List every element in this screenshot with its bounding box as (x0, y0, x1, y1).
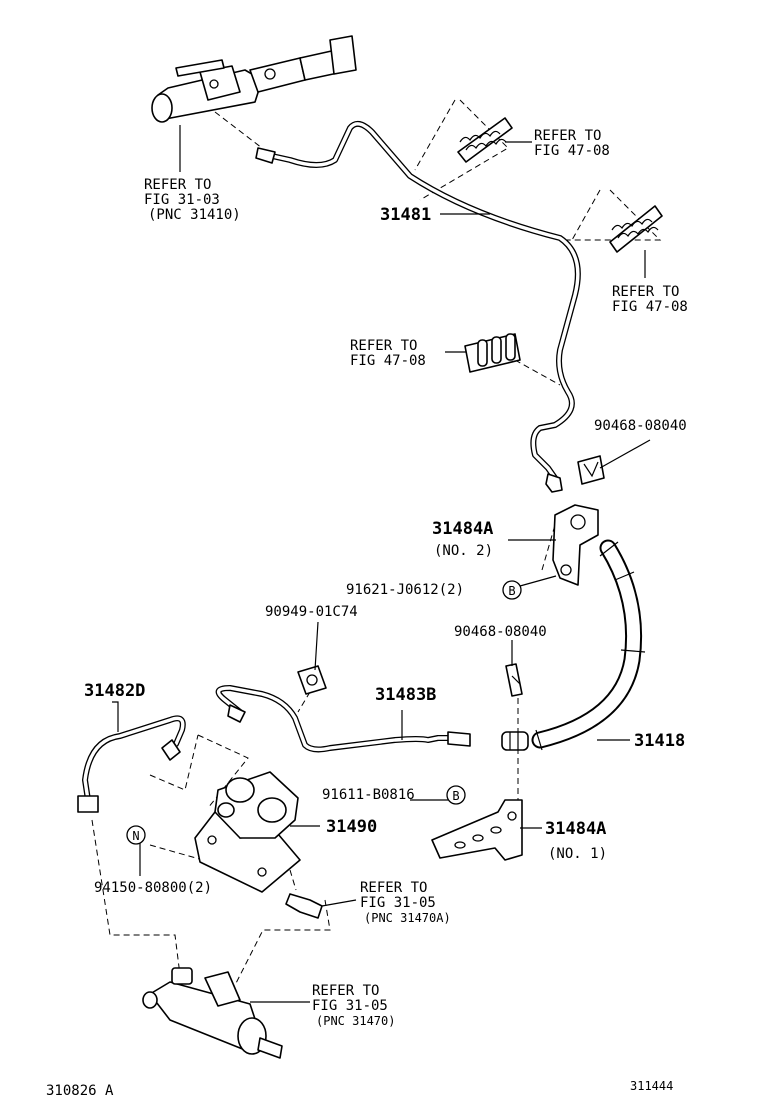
pipe-31482d (77, 715, 186, 813)
ref-clamp-b-line1: REFER TO (612, 284, 679, 300)
part-label-31482d: 31482D (84, 681, 145, 701)
ref-clamp-a: REFER TO FIG 47-08 (534, 128, 610, 159)
ref-release-cylinder-line3: (PNC 31470) (316, 1014, 395, 1028)
ref-clamp-a-line2: FIG 47-08 (534, 143, 610, 159)
bracket-31484a-no1 (431, 799, 523, 861)
ref-clamp-c-line1: REFER TO (350, 338, 417, 354)
ref-release-cylinder: REFER TO FIG 31-05 (PNC 31470) (312, 983, 395, 1028)
part-label-clip-top: 90468-08040 (594, 418, 687, 434)
part-label-31490: 31490 (326, 817, 377, 837)
marker-b-bottom: B (446, 785, 466, 805)
clutch-release-cylinder (142, 967, 283, 1059)
part-sublabel-31484a-no1: (NO. 1) (548, 846, 607, 862)
clamp-a (457, 117, 513, 163)
pipe-31483b (215, 685, 471, 753)
marker-b-bottom-label: B (452, 789, 459, 803)
ref-master-cylinder-line2: FIG 31-03 (144, 192, 220, 208)
pipe-31481 (255, 120, 581, 493)
marker-b-top: B (502, 580, 522, 600)
part-sublabel-31484a-no2: (NO. 2) (434, 543, 493, 559)
union-bolt-90949 (297, 665, 327, 695)
clip-90468-top (577, 455, 605, 485)
part-label-31418: 31418 (634, 731, 685, 751)
ref-master-cylinder: REFER TO FIG 31-03 (PNC 31410) (144, 177, 241, 223)
marker-n: N (126, 825, 146, 845)
ref-clamp-b: REFER TO FIG 47-08 (612, 284, 688, 315)
ref-master-cylinder-line3: (PNC 31410) (148, 207, 241, 223)
clamp-b (609, 205, 663, 253)
ref-clamp-c: REFER TO FIG 47-08 (350, 338, 426, 369)
ref-accumulator-line2: FIG 31-05 (360, 895, 436, 911)
ref-release-cylinder-line2: FIG 31-05 (312, 998, 388, 1014)
part-label-bolt-top: 91621-J0612(2) (346, 582, 464, 598)
ref-accumulator-line1: REFER TO (360, 880, 427, 896)
part-label-31481: 31481 (380, 205, 431, 225)
ref-accumulator-line3: (PNC 31470A) (364, 911, 451, 925)
reference-dashed-lines (91, 99, 662, 996)
part-label-31484a-no2: 31484A (432, 519, 493, 539)
ref-release-cylinder-line1: REFER TO (312, 983, 379, 999)
part-label-nut: 94150-80800(2) (94, 880, 212, 896)
part-label-clip-mid: 90468-08040 (454, 624, 547, 640)
ref-master-cylinder-line1: REFER TO (144, 177, 211, 193)
ref-clamp-b-line2: FIG 47-08 (612, 299, 688, 315)
ref-clamp-c-line2: FIG 47-08 (350, 353, 426, 369)
damper-31490 (194, 771, 301, 893)
clip-90468-mid (505, 663, 523, 697)
flexible-hose-31418 (501, 539, 646, 751)
part-label-union-bolt: 90949-01C74 (265, 604, 358, 620)
part-label-31484a-no1: 31484A (545, 819, 606, 839)
part-label-bolt-bottom: 91611-B0816 (322, 787, 415, 803)
bracket-31484a-no2 (552, 504, 599, 586)
footer-code-right: 311444 (630, 1079, 673, 1093)
leader-lines (112, 125, 651, 1003)
part-label-31483b: 31483B (375, 685, 436, 705)
ref-clamp-a-line1: REFER TO (534, 128, 601, 144)
marker-n-label: N (132, 829, 139, 843)
ref-accumulator: REFER TO FIG 31-05 (PNC 31470A) (360, 880, 451, 925)
bleeder-fitting (285, 893, 323, 919)
marker-b-top-label: B (508, 584, 515, 598)
clamp-c (464, 333, 521, 373)
footer-code-left: 310826 A (46, 1083, 114, 1099)
clutch-master-cylinder (151, 35, 357, 123)
